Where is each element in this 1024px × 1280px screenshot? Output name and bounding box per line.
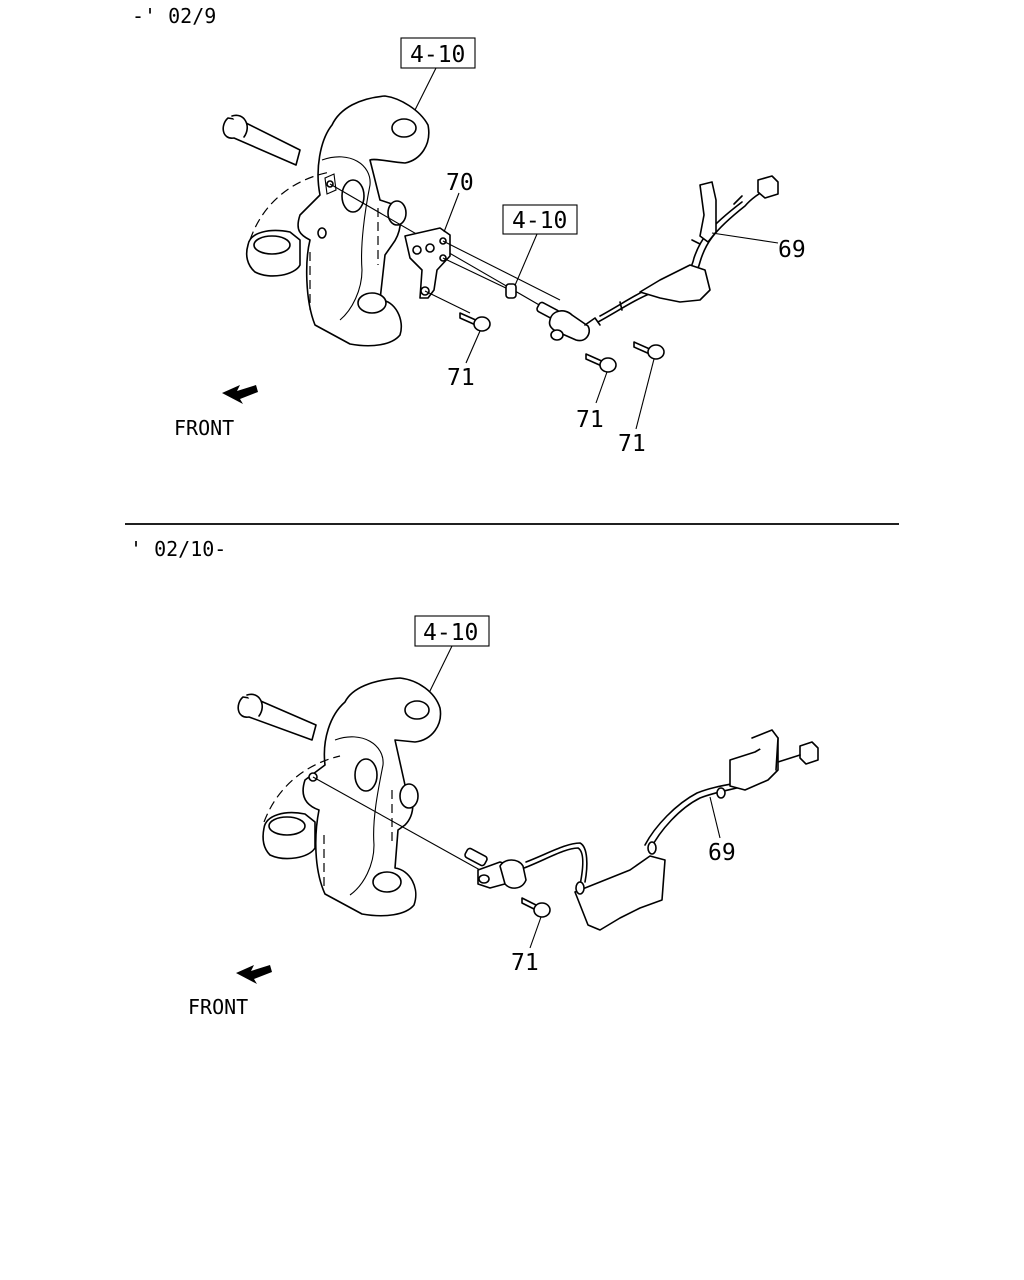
leader-line (412, 67, 437, 115)
ref-box-label: 4-10 (512, 208, 567, 234)
leader-line (465, 330, 481, 364)
install-axis-line (312, 776, 481, 871)
leader-line (635, 358, 655, 430)
leader-line (595, 371, 608, 404)
part-label-69: 69 (778, 237, 806, 263)
leader-line (711, 232, 779, 244)
date-range-label: -' 02/9 (132, 4, 216, 28)
part-label-69: 69 (708, 840, 736, 866)
sensor-bracket[interactable] (404, 227, 451, 299)
wheel-speed-sensor[interactable] (536, 301, 601, 342)
front-arrow-icon (236, 965, 272, 984)
sensor-harness[interactable] (597, 175, 779, 323)
front-arrow-icon (222, 385, 258, 404)
section-early: -' 02/9 4-10 (132, 4, 806, 457)
front-label: FRONT (174, 416, 234, 440)
sensor-harness[interactable] (523, 729, 819, 931)
wheel-speed-sensor[interactable] (464, 847, 527, 889)
leader-line (427, 645, 453, 696)
bolt-71-a[interactable] (459, 312, 491, 332)
date-range-label: ' 02/10- (130, 537, 226, 561)
front-label: FRONT (188, 995, 248, 1019)
part-label-71: 71 (511, 950, 539, 976)
leader-line (709, 796, 721, 839)
bolt-71-a[interactable] (521, 897, 551, 918)
part-label-71: 71 (447, 365, 475, 391)
ref-box-label: 4-10 (423, 620, 478, 646)
part-label-71: 71 (576, 407, 604, 433)
ref-box-knuckle[interactable]: 4-10 (400, 37, 476, 69)
leader-line (512, 233, 538, 291)
ref-box-hub[interactable]: 4-10 (502, 204, 578, 235)
steering-knuckle (222, 95, 430, 347)
ref-box-knuckle[interactable]: 4-10 (414, 615, 490, 647)
bolt-71-b[interactable] (585, 353, 617, 373)
part-label-71: 71 (618, 431, 646, 457)
leader-line (443, 192, 460, 233)
section-late: ' 02/10- 4-10 (130, 537, 819, 1019)
ref-box-label: 4-10 (410, 42, 465, 68)
leader-line (529, 916, 542, 949)
bolt-71-c[interactable] (633, 341, 665, 360)
part-label-70: 70 (446, 170, 474, 196)
steering-knuckle (237, 677, 442, 917)
